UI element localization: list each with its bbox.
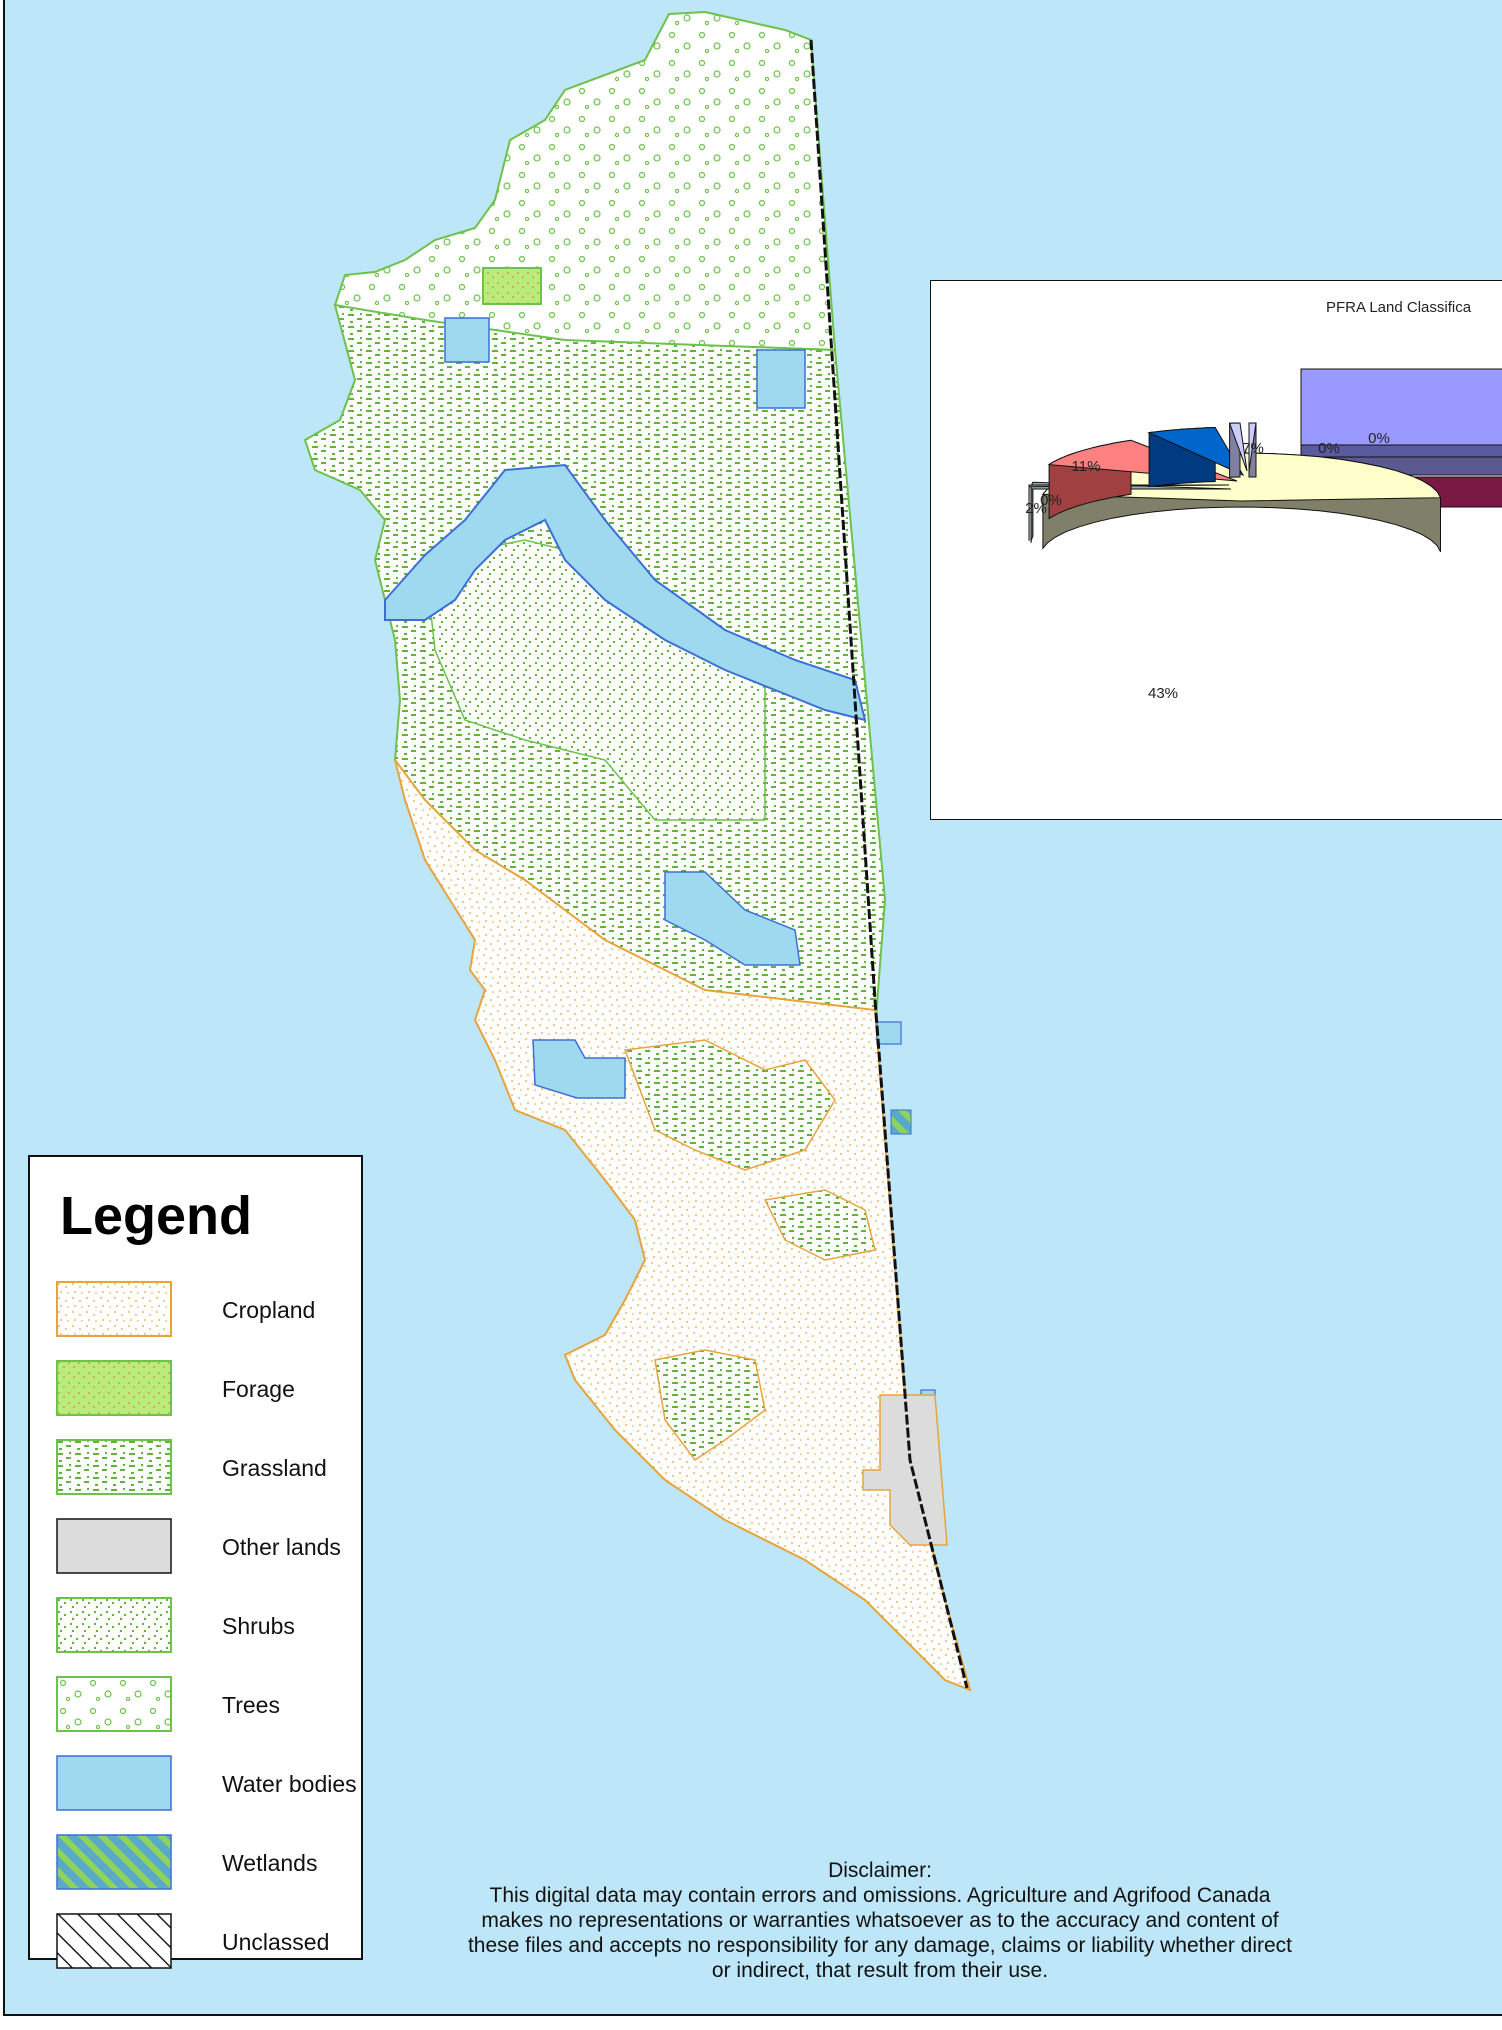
pie-slice-label: 0% — [1040, 492, 1062, 509]
legend-label: Forage — [222, 1376, 295, 1402]
water-body-nw — [444, 317, 490, 363]
disclaimer-heading: Disclaimer: — [828, 1859, 932, 1882]
water-body-lake-west — [532, 1039, 626, 1099]
legend-item-cropland: Cropland — [56, 1281, 356, 1339]
legend-label: Cropland — [222, 1297, 316, 1323]
legend-item-other-lands: Other lands — [56, 1518, 356, 1576]
pie-slice-label: 0% — [1318, 440, 1340, 457]
legend: Legend Cropland Forage Grassland Other l… — [28, 1155, 363, 1969]
map — [303, 10, 972, 1692]
pie-slice-label: 43% — [1148, 685, 1178, 702]
water-body-ne — [756, 349, 806, 409]
region-grassland-patch-2 — [654, 1349, 766, 1462]
pie-slice-label: 0% — [1368, 430, 1390, 447]
pie-slice — [1147, 426, 1245, 477]
legend-label: Wetlands — [222, 1850, 318, 1876]
cropland-pattern-icon — [56, 1281, 172, 1337]
chart-title: PFRA Land Classifica — [1326, 299, 1472, 316]
water-body-east-1 — [876, 1021, 902, 1045]
pie-slice-label: 7% — [1242, 440, 1264, 457]
pie-slice — [1248, 422, 1257, 472]
legend-item-trees: Trees — [56, 1676, 356, 1734]
shrubs-pattern-icon — [56, 1597, 172, 1653]
legend-item-unclassed: Unclassed — [56, 1913, 356, 1971]
wetlands-hatch-icon — [56, 1834, 172, 1890]
region-cropland-south — [394, 759, 972, 1692]
pie-slice — [1300, 368, 1502, 446]
region-trees-north — [333, 10, 837, 352]
disclaimer-line: these files and accepts no responsibilit… — [467, 1934, 1293, 1957]
disclaimer-line: or indirect, that result from their use. — [711, 1959, 1049, 1982]
legend-label: Unclassed — [222, 1929, 330, 1955]
trees-pattern-icon — [56, 1676, 172, 1732]
unclassed-hatch-icon — [56, 1913, 172, 1969]
legend-item-shrubs: Shrubs — [56, 1597, 356, 1655]
legend-item-wetlands: Wetlands — [56, 1834, 356, 1892]
forage-pattern-icon — [56, 1360, 172, 1416]
pie-slice-label: 11% — [1072, 458, 1101, 475]
region-other-lands — [862, 1394, 948, 1546]
boundary-line — [809, 39, 969, 1689]
disclaimer-line: makes no representations or warranties w… — [481, 1909, 1279, 1932]
legend-title: Legend — [60, 1186, 253, 1246]
region-grassland-patch-1 — [623, 1039, 836, 1171]
other-lands-fill-icon — [56, 1518, 172, 1574]
legend-label: Water bodies — [222, 1771, 357, 1797]
region-grassland-patch-3 — [763, 1189, 876, 1261]
wetlands-patch — [890, 1109, 912, 1135]
pie-slice-label: 2% — [1025, 500, 1047, 517]
pie-chart-panel: PFRA Land Classifica 43%2%0%11%7%0%0% — [930, 280, 1502, 820]
legend-label: Other lands — [222, 1534, 341, 1560]
disclaimer-line: This digital data may contain errors and… — [489, 1884, 1271, 1907]
legend-item-forage: Forage — [56, 1360, 356, 1418]
water-body-river — [384, 463, 867, 722]
region-forage — [482, 267, 542, 305]
water-body-lake-central — [664, 871, 801, 966]
water-fill-icon — [56, 1755, 172, 1811]
grassland-pattern-icon — [56, 1439, 172, 1495]
legend-label: Shrubs — [222, 1613, 295, 1639]
legend-label: Grassland — [222, 1455, 327, 1481]
pie-chart: 43%2%0%11%7%0%0% — [1025, 368, 1502, 702]
disclaimer: Disclaimer: This digital data may contai… — [400, 1858, 1360, 1983]
legend-item-water-bodies: Water bodies — [56, 1755, 357, 1813]
legend-item-grassland: Grassland — [56, 1439, 356, 1497]
pie-slice — [1228, 422, 1248, 472]
legend-label: Trees — [222, 1692, 280, 1718]
